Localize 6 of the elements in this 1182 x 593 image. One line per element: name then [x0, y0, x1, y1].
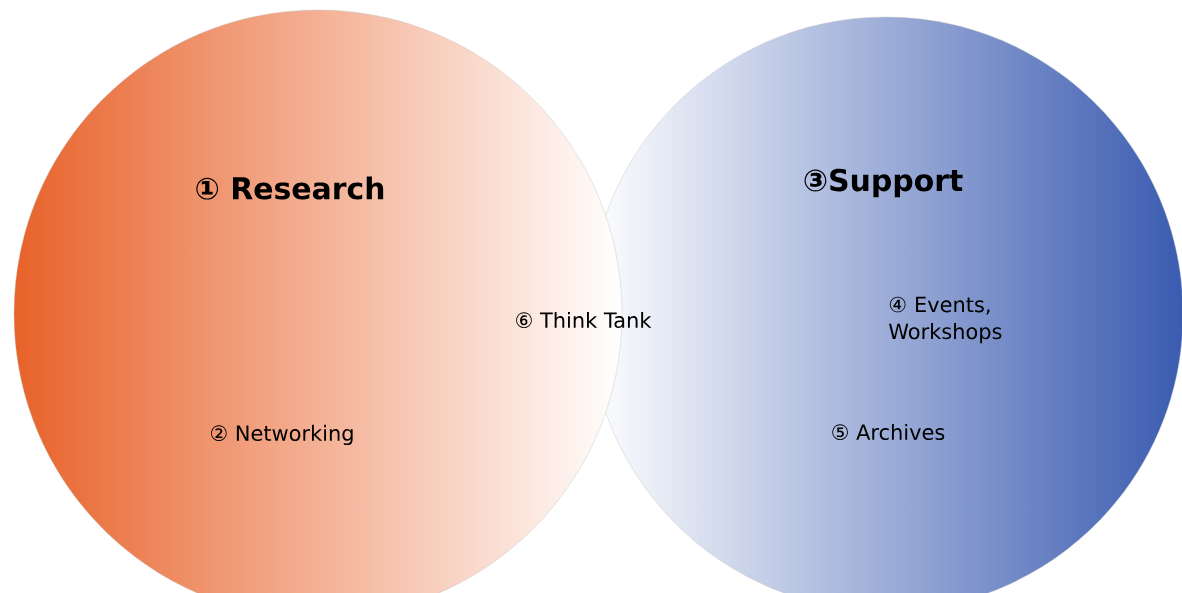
overlap-label: ⑥ Think Tank: [516, 311, 652, 329]
circle-label: ⑤ Archives: [832, 423, 945, 441]
circle-label: ① Research: [196, 176, 384, 200]
circle-label: ④ Events, Workshops: [889, 296, 1002, 344]
circle-label: ③Support: [804, 168, 963, 198]
circle-label: ② Networking: [211, 424, 353, 446]
